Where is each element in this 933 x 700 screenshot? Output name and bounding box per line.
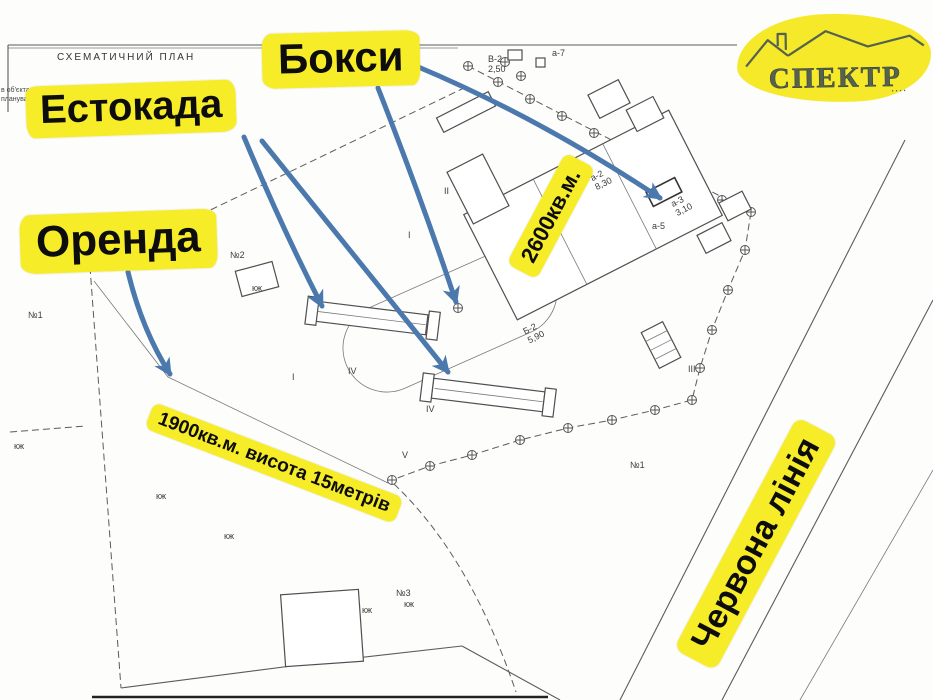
platform-1 — [304, 295, 441, 341]
plan-mark-a7: а-7 — [552, 48, 565, 58]
plan-mark-kzh: кж — [224, 531, 234, 541]
plan-mark-kzh: кж — [362, 605, 372, 615]
plan-mark-n3: №3 — [396, 588, 411, 598]
plan-mark-n1b: №1 — [630, 460, 645, 470]
logo-house-roof-icon — [745, 30, 925, 68]
plan-mark-kzh: кж — [404, 599, 414, 609]
road-lines — [619, 139, 933, 700]
plan-mark-v2: В-2 — [488, 54, 502, 64]
building-top-a — [587, 78, 631, 120]
logo-spektr: СПЕКТР ···· — [736, 12, 932, 104]
platform-2 — [419, 372, 557, 418]
logo-dots: ···· — [890, 83, 906, 97]
plan-mark-roman-V: V — [402, 450, 408, 460]
building-III-stairs — [640, 320, 682, 370]
plan-title: СХЕМАТИЧНИЙ ПЛАН — [57, 52, 196, 63]
logo-text: СПЕКТР — [769, 61, 902, 95]
building-tiny-a — [507, 49, 523, 61]
plan-mark-kzh: кж — [252, 283, 262, 293]
label-boksy: Бокси — [261, 29, 421, 90]
plan-mark-roman-I: I — [408, 230, 411, 240]
plan-mark-roman-III: III — [688, 364, 696, 374]
buildings — [234, 49, 752, 668]
utility-boundary-line — [387, 57, 756, 485]
plan-mark-kzh: кж — [14, 441, 24, 451]
plan-mark-kzh: кж — [156, 491, 166, 501]
plan-mark-n1: №1 — [28, 310, 43, 320]
building-right-a — [718, 190, 752, 222]
building-tiny-b — [535, 57, 546, 68]
margin-note-line2: планувань — [1, 96, 36, 103]
plan-mark-a5: а-5 — [652, 221, 665, 231]
plan-mark-roman-II: II — [444, 186, 449, 196]
plan-mark-roman-IV: IV — [426, 404, 435, 414]
plan-mark-250: 2,50 — [488, 64, 506, 74]
building-bottom — [279, 588, 365, 668]
label-estokada: Естокада — [25, 79, 238, 139]
plan-mark-roman-I: I — [292, 372, 295, 382]
building-narrow — [435, 90, 497, 134]
logo-graphic: СПЕКТР ···· — [745, 30, 925, 97]
plan-mark-n2: №2 — [230, 250, 245, 260]
margin-note-line1: в об'єкта — [1, 87, 30, 94]
margin-note: в об'єкта планувань — [1, 86, 37, 104]
label-orenda: Оренда — [19, 208, 218, 275]
plan-mark-roman-IV: IV — [348, 366, 357, 376]
building-right-b — [696, 221, 732, 255]
